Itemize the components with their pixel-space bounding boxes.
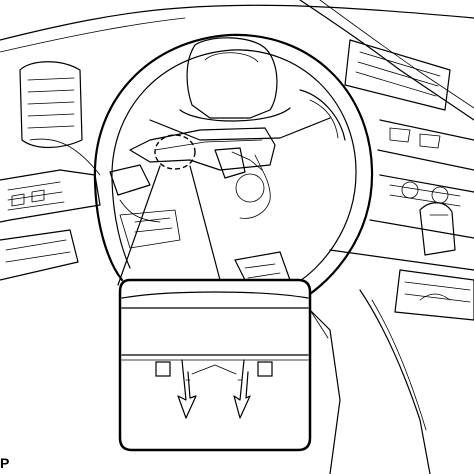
center-console: [329, 39, 474, 474]
steering-wheel-rim: [93, 33, 374, 302]
figure-corner-label: P: [0, 455, 10, 471]
callout-circle: [117, 134, 221, 286]
left-vent-cluster: [0, 61, 101, 281]
column-cover: [109, 127, 276, 249]
inset-box: [118, 278, 312, 452]
steering-hub: [149, 37, 346, 141]
